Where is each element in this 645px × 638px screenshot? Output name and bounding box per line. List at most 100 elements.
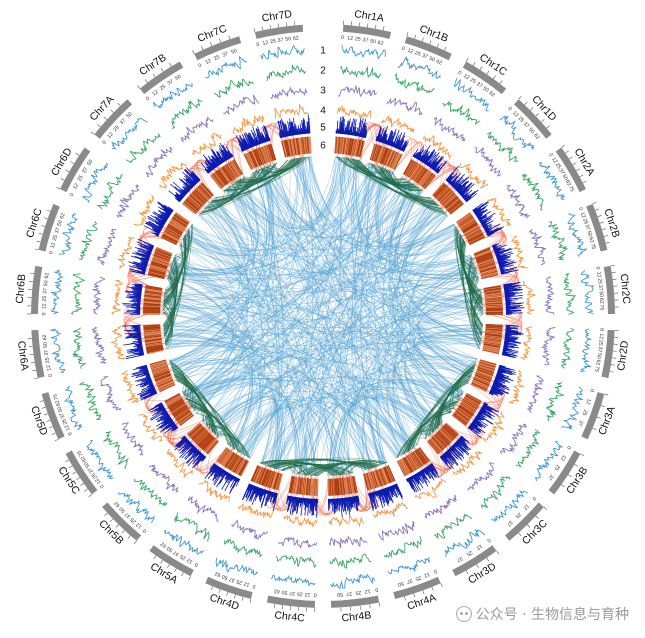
track-5-bars xyxy=(143,201,174,237)
ideogram-chr4d xyxy=(205,576,253,599)
heatmap-stripe xyxy=(276,473,282,491)
synteny-link xyxy=(163,325,413,450)
synteny-link xyxy=(274,163,376,468)
tick-mark xyxy=(611,271,616,273)
track-3-line xyxy=(328,535,368,549)
heatmap-stripe xyxy=(193,190,206,203)
heatmap-stripe xyxy=(432,182,445,196)
heatmap-stripe xyxy=(387,465,395,482)
synteny-link xyxy=(164,179,256,339)
gene-density-heatmap-track xyxy=(143,136,503,496)
synteny-link xyxy=(172,213,240,273)
tick-label: 50 xyxy=(598,291,604,297)
heatmap-stripe xyxy=(485,325,503,327)
synteny-link xyxy=(171,355,458,404)
heatmap-stripe xyxy=(156,378,173,386)
synteny-link xyxy=(307,156,479,280)
synteny-link xyxy=(377,263,475,464)
heatmap-stripe xyxy=(171,218,187,229)
heatmap-stripe xyxy=(189,425,203,438)
heatmap-stripe xyxy=(364,473,370,491)
synteny-link xyxy=(387,228,458,452)
synteny-link xyxy=(403,199,482,338)
tick-mark xyxy=(30,362,35,364)
heatmap-stripe xyxy=(152,367,169,374)
synteny-link xyxy=(164,260,474,338)
heatmap-stripe xyxy=(346,477,350,495)
synteny-link xyxy=(174,254,471,378)
synteny-link xyxy=(403,376,472,455)
heatmap-stripe xyxy=(483,286,501,291)
tick-label: 37 xyxy=(167,79,175,87)
synteny-link xyxy=(354,162,381,466)
heatmap-stripe xyxy=(454,411,469,422)
synteny-link xyxy=(188,385,317,476)
heatmap-stripe xyxy=(187,422,201,435)
tick-label: 75 xyxy=(567,185,575,193)
synteny-link xyxy=(275,389,451,469)
heatmap-stripe xyxy=(485,307,503,309)
synteny-link xyxy=(308,156,478,360)
synteny-link xyxy=(182,181,411,394)
chr-label-chr6b: Chr6B xyxy=(14,273,29,304)
heatmap-stripe xyxy=(151,366,169,373)
tick-label: 50 xyxy=(125,111,133,119)
heatmap-stripe xyxy=(199,434,212,448)
synteny-link xyxy=(164,224,455,337)
synteny-link xyxy=(213,198,483,303)
synteny-link xyxy=(189,226,483,301)
tick-label: 25 xyxy=(129,516,137,524)
synteny-link xyxy=(174,368,283,470)
tick-label: 25 xyxy=(517,116,525,124)
heatmap-stripe xyxy=(285,139,290,157)
heatmap-stripe xyxy=(261,469,268,486)
synteny-link xyxy=(329,171,394,476)
tick-label: 25 xyxy=(52,234,59,241)
track-4-line xyxy=(109,325,126,360)
track-5-bars xyxy=(168,167,201,203)
heatmap-stripe xyxy=(448,201,462,213)
track-4-line xyxy=(117,236,135,269)
track-4-line xyxy=(486,197,512,227)
heatmap-stripe xyxy=(462,399,478,409)
tick-mark xyxy=(210,42,213,47)
heatmap-stripe xyxy=(400,459,409,475)
synteny-link xyxy=(176,172,394,382)
tick-mark xyxy=(241,596,244,601)
synteny-link xyxy=(182,378,280,469)
heatmap-stripe xyxy=(328,478,331,496)
synteny-link xyxy=(310,156,424,230)
heatmap-stripe xyxy=(475,371,493,379)
heatmap-stripe xyxy=(197,432,210,446)
heatmap-stripe xyxy=(217,448,229,463)
track-2-line xyxy=(133,479,168,507)
heatmap-stripe xyxy=(143,305,161,308)
synteny-link xyxy=(171,167,272,271)
tick-mark xyxy=(543,506,548,510)
heatmap-stripe xyxy=(155,375,172,383)
heatmap-stripe xyxy=(148,270,166,276)
heatmap-stripe xyxy=(144,289,162,293)
heatmap-stripe xyxy=(308,136,311,154)
synteny-link xyxy=(164,166,273,340)
tick-mark xyxy=(80,483,84,486)
track-3-line xyxy=(386,97,423,117)
synteny-link xyxy=(184,163,279,398)
heatmap-stripe xyxy=(345,477,349,495)
heatmap-stripe xyxy=(270,471,277,489)
synteny-link xyxy=(170,268,455,409)
heatmap-stripe xyxy=(143,332,161,336)
heatmap-stripe xyxy=(478,260,495,267)
synteny-link xyxy=(309,156,467,256)
synteny-link xyxy=(163,306,354,474)
heatmap-stripe xyxy=(219,168,230,183)
synteny-link xyxy=(163,308,298,474)
tick-label: 12 xyxy=(107,131,115,139)
heatmap-stripe xyxy=(299,137,303,155)
heatmap-stripe xyxy=(307,478,310,496)
tick-mark xyxy=(39,400,44,403)
heatmap-stripe xyxy=(198,186,211,199)
synteny-link xyxy=(165,289,286,471)
heatmap-stripe xyxy=(335,478,338,496)
